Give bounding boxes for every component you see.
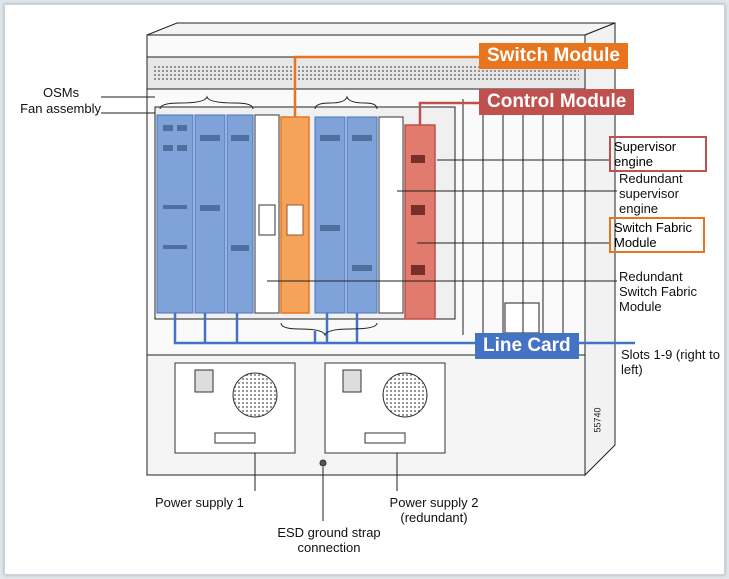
chassis-drawing [101,22,635,521]
osms-label: OSMs [43,85,80,100]
side-handle [504,302,540,334]
switch-module-leader [293,55,485,117]
line-card-slot-7 [346,116,378,314]
psu1-fan [232,372,278,418]
blank-slot-panel [258,204,276,236]
esd-jack [319,459,327,467]
redundant-switch-fabric-module-label: Redundant Switch Fabric Module [619,269,698,314]
line-card-slot-1 [156,114,194,314]
control-module-leader [418,101,483,125]
line-card-slot-6 [314,116,346,314]
power-supplies [174,362,446,467]
label-leaders [101,96,617,521]
diagram-frame: Switch Module Control Module Line Card O… [4,4,725,575]
figure-number: 55740 [592,407,603,433]
power-supply-1-label: Power supply 1 [155,495,244,510]
fan-grille [153,65,579,81]
supervisor-engine-label: Supervisor engine [609,136,707,172]
line-card-slot-2 [194,114,226,314]
switch-module-callout: Switch Module [479,43,628,69]
switch-fabric-module-label: Switch Fabric Module [609,217,705,253]
slot-braces [159,95,378,337]
control-module-callout: Control Module [479,89,635,115]
control-module-card [404,124,436,320]
switch-module-display [286,204,304,236]
psu2-connector [342,369,362,393]
psu1-connector [194,369,214,393]
psu2-fan [382,372,428,418]
fan-assembly-label: Fan assembly [20,101,101,116]
psu1-switch [214,432,256,444]
chassis-top-face [146,22,616,36]
line-card-slot-3 [226,114,254,314]
psu2-switch [364,432,406,444]
port-details [163,125,372,271]
line-card-callout: Line Card [475,333,579,359]
slots-label: Slots 1-9 (right to left) [621,347,720,377]
line-card-group-left [156,114,254,314]
redundant-supervisor-engine-label: Redundant supervisor engine [619,171,683,216]
blank-slot-2 [378,116,404,314]
line-card-group-right [314,116,378,314]
esd-ground-label: ESD ground strap connection [277,525,381,555]
control-module-ports [411,155,425,275]
power-supply-2-label: Power supply 2 (redundant) [389,495,479,525]
